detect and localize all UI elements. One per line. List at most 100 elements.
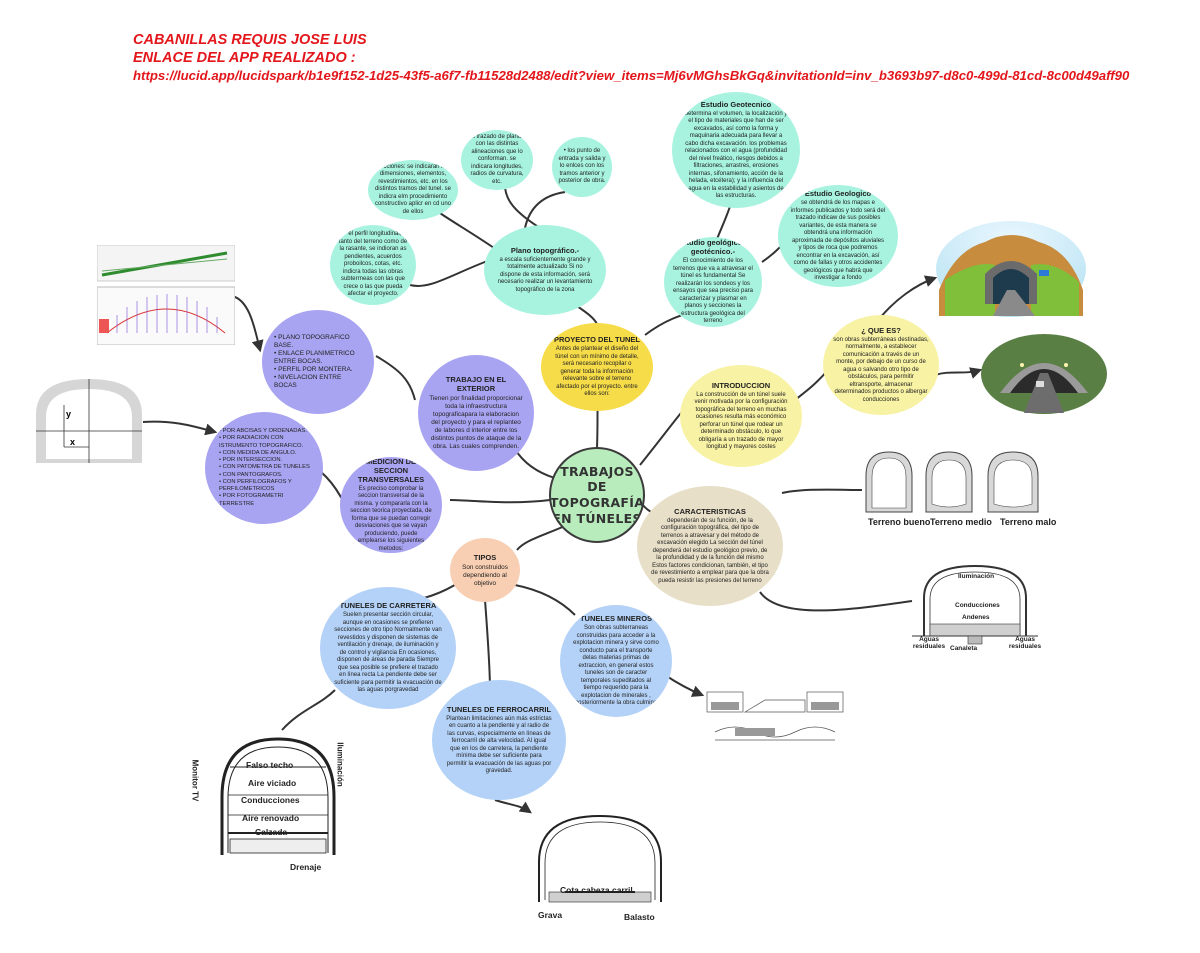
node-estudio-geologico[interactable]: Estudio Geologico se obtendrá de los map… <box>778 185 898 287</box>
node-body: Son construidos dependiendo al objetivo <box>462 563 508 587</box>
node-body: Es preciso comprobar la seccion transver… <box>350 485 432 552</box>
list-item: • PERFIL POR MONTERA. <box>274 366 353 374</box>
node-title: TIPOS <box>473 552 497 562</box>
terrain-label-medio: Terreno medio <box>930 517 992 527</box>
node-metodos-list[interactable]: • POR ABCISAS Y ORDENADAS.• POR RADIACIO… <box>205 412 323 524</box>
list-item: • POR INTERSECCION. <box>219 457 283 464</box>
plano-list: • PLANO TOPOGRAFICO BASE.• ENLACE PLANIM… <box>274 334 362 391</box>
connector <box>281 689 336 731</box>
label-falso-techo: Falso techo <box>246 760 294 770</box>
connector <box>639 407 686 466</box>
node-title: TUNELES DE FERROCARRIL <box>446 704 552 714</box>
node-body: El trazado de planta, con las distintas … <box>469 133 525 185</box>
node-puntos[interactable]: • los punto de entrada y salida y lo enl… <box>552 137 612 197</box>
node-tuneles-mineros[interactable]: TUNELES MINEROS Son obras subterraneas c… <box>560 605 672 717</box>
node-title: TRABAJO EN EL EXTERIOR <box>445 375 507 393</box>
list-item: • PLANO TOPOGRAFICO BASE. <box>274 333 350 349</box>
tunnel-services-section-image <box>912 564 1038 645</box>
label-aire-renovado: Aire renovado <box>242 813 300 823</box>
node-body: determina el volumen, la localización y … <box>684 110 788 200</box>
list-item: • CON MEDIDA DE ANGULO. <box>219 449 297 456</box>
node-title: ¿ QUE ES? <box>861 325 901 335</box>
terrain-sections-image <box>865 451 1039 513</box>
node-body: La construcción de un túnel suele venir … <box>694 391 788 451</box>
arrow-connector <box>142 420 218 436</box>
node-secciones[interactable]: secciones: se indicaran las dimensiones,… <box>368 160 458 220</box>
node-proyecto[interactable]: PROYECTO DEL TUNEL Antes de plantear el … <box>541 323 653 411</box>
node-body: El conocimiento de los terrenos que va a… <box>672 258 754 325</box>
axis-y-label: y <box>66 409 71 419</box>
label-monitor-tv: Monitor TV <box>190 759 200 802</box>
node-introduccion[interactable]: INTRODUCCION La construcción de un túnel… <box>680 365 802 467</box>
author-name: CABANILLAS REQUIS JOSE LUIS <box>133 32 367 48</box>
terrain-label-malo: Terreno malo <box>1000 517 1057 527</box>
arrow-connector <box>231 295 264 353</box>
node-estudio-geotecnico[interactable]: Estudio Geotecnico determina el volumen,… <box>672 92 800 208</box>
connector <box>375 355 416 401</box>
node-plano-topografico[interactable]: Plano topográfico.- a escala suficientem… <box>484 225 606 315</box>
label-conducciones-road: Conducciones <box>241 795 300 805</box>
survey-profile-image <box>97 245 235 345</box>
node-tipos[interactable]: TIPOS Son construidos dependiendo al obj… <box>450 538 520 602</box>
connector <box>794 369 829 401</box>
arrow-connector <box>934 367 983 379</box>
node-trabajo-exterior[interactable]: TRABAJO EN EL EXTERIOR Tienen por finali… <box>418 355 534 471</box>
node-body: • los punto de entrada y salida y lo enl… <box>558 148 606 185</box>
app-link-label: ENLACE DEL APP REALIZADO : <box>133 50 356 66</box>
label-grava: Grava <box>538 910 563 920</box>
list-item: • NIVELACION ENTRE BOCAS <box>274 374 342 390</box>
label-aire-viciado: Aire viciado <box>248 778 297 788</box>
node-body: Antes de plantear el diseño del túnel co… <box>555 346 639 398</box>
mining-tunnel-diagram <box>706 691 844 741</box>
arrow-connector <box>879 275 938 319</box>
tunnel-entrance-illustration <box>936 221 1086 317</box>
label-iluminacion-road: Iluminación <box>335 742 345 787</box>
terrain-label-bueno: Terreno bueno <box>868 517 931 527</box>
label-aguas-residuales-left: Aguas residuales <box>912 636 946 650</box>
node-body: Son obras subterraneas construidas para … <box>573 625 659 707</box>
node-perfil[interactable]: • el perfil longitudinal, tanto del terr… <box>330 225 416 305</box>
node-body: a escala suficientemente grande y totalm… <box>497 256 593 293</box>
node-body: secciones: se indicaran las dimensiones,… <box>374 163 452 215</box>
tunnel-xy-section-image: y x <box>36 379 142 463</box>
node-title: TUNELES DE CARRETERA <box>339 601 437 611</box>
connector <box>484 599 491 691</box>
center-node[interactable]: TRABAJOS DE TOPOGRAFÍA EN TÚNELES <box>549 447 645 543</box>
list-item: • POR ABCISAS Y ORDENADAS. <box>219 428 307 435</box>
node-title: INTRODUCCION <box>711 380 771 390</box>
tunnel-photo <box>981 334 1107 414</box>
list-item: • POR RADIACION CON ISTRUMENTO TOPOGRAFI… <box>219 435 304 449</box>
list-item: • CON PANTOGRAFOS. <box>219 471 283 478</box>
label-canaleta: Canaleta <box>950 645 978 652</box>
node-title: Estudio Geologico <box>804 189 872 199</box>
node-tuneles-ferrocarril[interactable]: TUNELES DE FERROCARRIL Plantean limitaci… <box>432 680 566 800</box>
label-conducciones: Conducciones <box>955 602 1000 609</box>
node-title: TUNELES MINEROS <box>579 614 653 624</box>
list-item: • CON PERFILOGRAFOS Y PERFILOMETRICOS <box>219 478 292 493</box>
node-title: CARACTERISTICAS <box>674 506 746 516</box>
connector <box>524 191 566 229</box>
connector <box>516 524 568 551</box>
node-caracteristicas[interactable]: CARACTERISTICAS dependerán de su función… <box>637 486 783 606</box>
rail-tunnel-section-image <box>538 814 662 903</box>
label-cota-cabeza-carril: Cota cabeza carril <box>560 885 633 895</box>
node-plano-list[interactable]: • PLANO TOPOGRAFICO BASE.• ENLACE PLANIM… <box>262 310 374 414</box>
node-trazado[interactable]: El trazado de planta, con las distintas … <box>461 130 533 190</box>
list-item: • CON PATOMETRA DE TUNELES <box>219 464 310 471</box>
node-estudio-geologico-geotecnico[interactable]: Estudio geológico y geotécnico.- El cono… <box>664 237 762 327</box>
node-medicion[interactable]: MEDICION DE SECCION TRANSVERSALES Es pre… <box>340 457 442 553</box>
connector <box>781 488 863 494</box>
node-tuneles-carretera[interactable]: TUNELES DE CARRETERA Suelen presentar se… <box>320 587 456 709</box>
app-link-url[interactable]: https://lucid.app/lucidspark/b1e9f152-1d… <box>133 68 1130 83</box>
axis-x-label: x <box>70 437 75 447</box>
node-que-es[interactable]: ¿ QUE ES? son obras subterráneas destina… <box>823 315 939 415</box>
node-title: Estudio Geotecnico <box>700 99 772 109</box>
node-body: • el perfil longitudinal, tanto del terr… <box>338 231 408 298</box>
label-aguas-residuales-right: Aguas residuales <box>1008 636 1042 650</box>
label-iluminacion: Iluminación <box>958 573 995 580</box>
metodos-list: • POR ABCISAS Y ORDENADAS.• POR RADIACIO… <box>219 428 313 508</box>
connector <box>449 499 551 504</box>
node-body: Tienen por finalidad proporcionar toda l… <box>429 395 523 450</box>
node-title: MEDICION DE SECCION TRANSVERSALES <box>357 457 425 484</box>
node-body: Plantean limitaciones aún más estrictas … <box>446 715 552 775</box>
